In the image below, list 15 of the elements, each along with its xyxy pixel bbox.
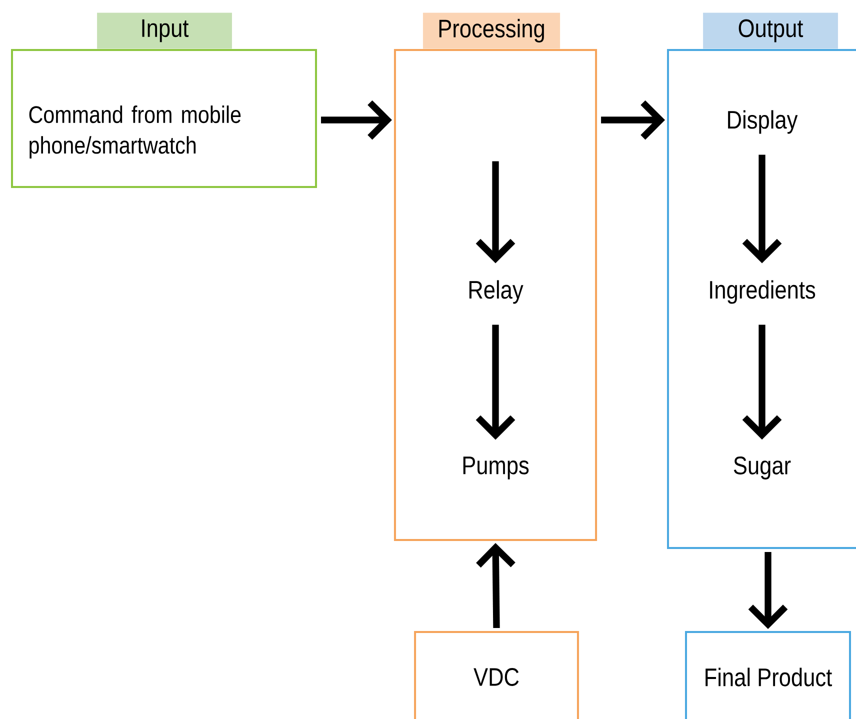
process-box: Final Product	[685, 631, 851, 719]
step-label: Relay	[469, 280, 524, 304]
arrow	[476, 543, 516, 628]
box-text: Command from mobile phone/smartwatch	[29, 105, 241, 159]
arrow	[476, 161, 516, 264]
step-label: Display	[728, 110, 798, 134]
step-label: Ingredients	[710, 280, 816, 304]
arrow	[476, 324, 516, 440]
node-label: Output	[738, 19, 804, 42]
arrow	[742, 154, 782, 264]
arrow	[742, 324, 782, 440]
step-label: Sugar	[734, 456, 791, 480]
node-label: Processing	[439, 18, 544, 43]
process-box: VDC	[414, 631, 579, 719]
step-label: Pumps	[463, 456, 529, 480]
